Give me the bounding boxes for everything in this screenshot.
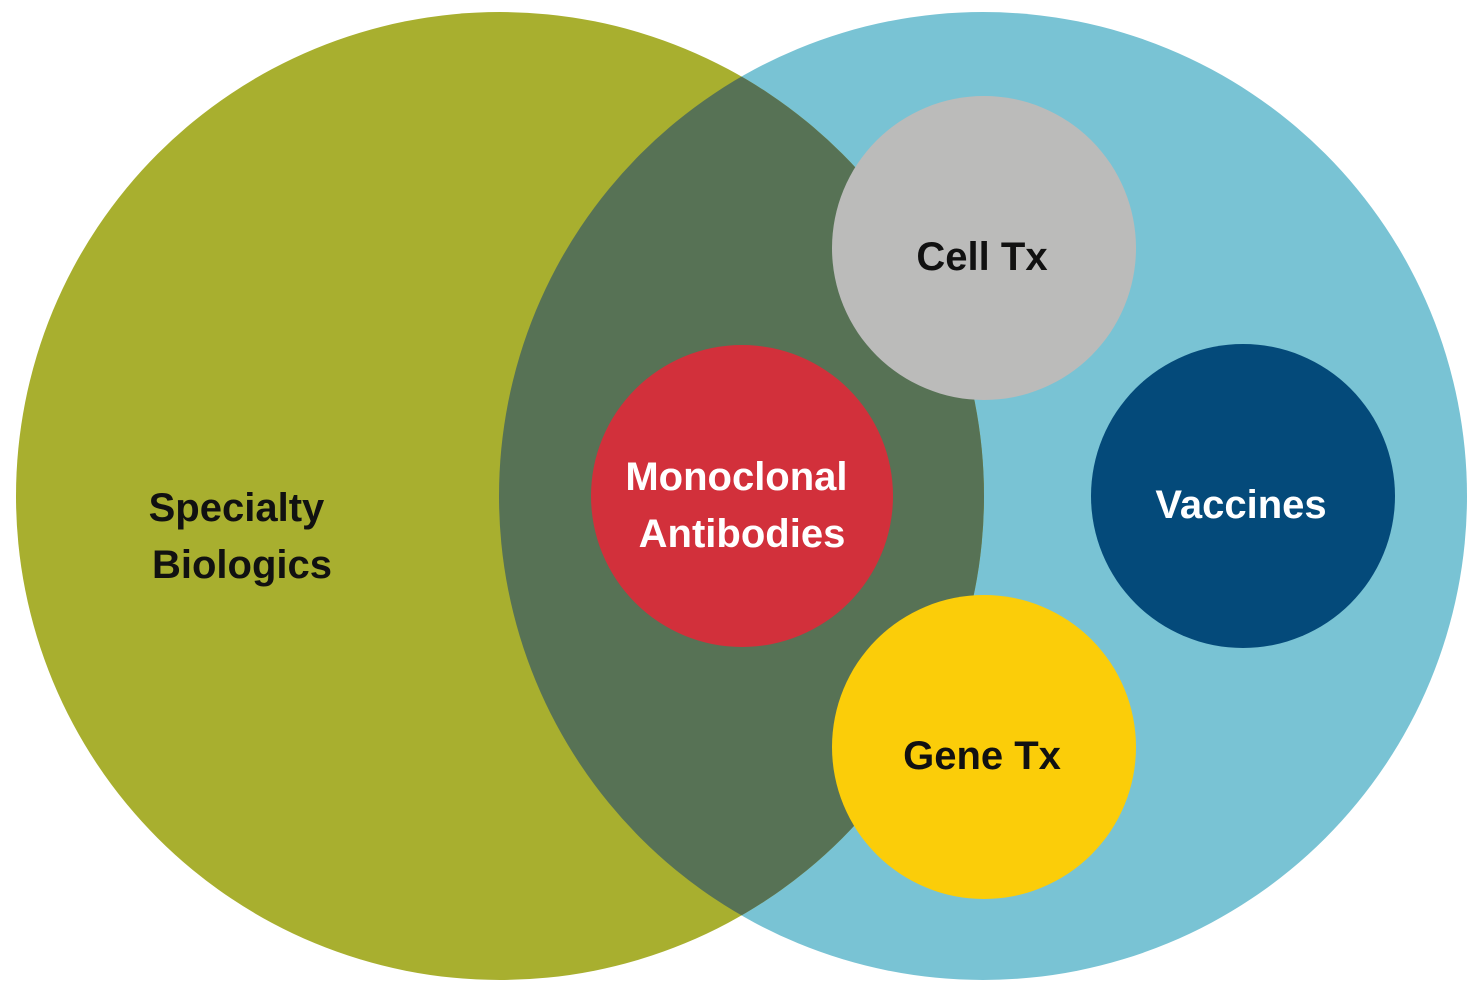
cell-tx-label-line-1: Cell Tx [916,235,1047,279]
gene-tx-circle [832,595,1136,899]
monoclonal-antibodies-label-line-2: Antibodies [639,512,846,556]
gene-tx-label-line-1: Gene Tx [903,734,1061,778]
cell-tx-circle [832,96,1136,400]
specialty-biologics-label-line-2: Biologics [152,543,332,587]
vaccines-label-line-1: Vaccines [1155,483,1326,527]
vaccines-label: Vaccines [1155,483,1326,527]
overlap-region [499,12,984,980]
specialty-biologics-label-line-1: Specialty [149,486,325,530]
cell-tx-label: Cell Tx [916,235,1047,279]
monoclonal-antibodies-label: Monoclonal Antibodies [625,455,858,556]
specialty-biologics-label: Specialty Biologics [149,486,336,587]
monoclonal-antibodies-label-line-1: Monoclonal [625,455,847,499]
monoclonal-antibodies-circle [591,345,893,647]
gene-tx-label: Gene Tx [903,734,1061,778]
vaccines-circle [1091,344,1395,648]
